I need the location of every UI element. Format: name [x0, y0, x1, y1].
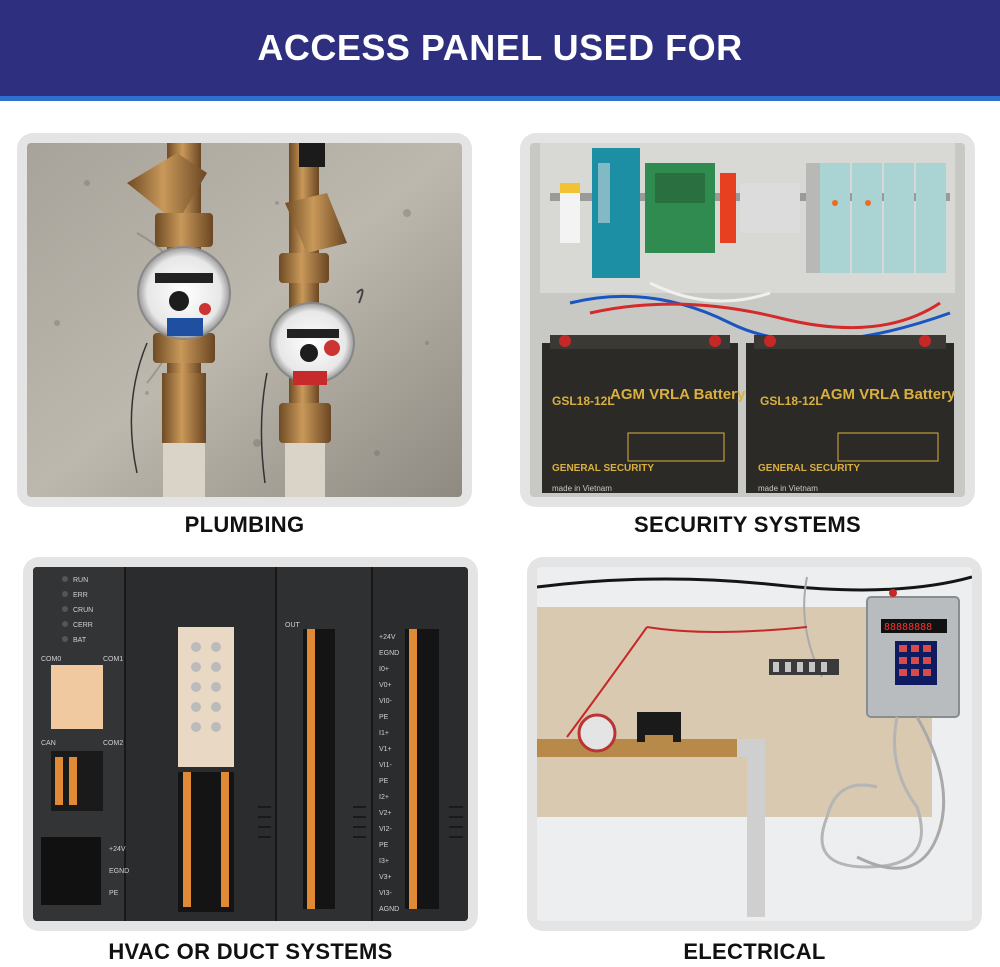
io-label-9: PE [379, 778, 389, 785]
security-panel-image: AGM VRLA Battery GSL18-12L AGM VRLA Batt… [530, 143, 965, 497]
header-accent-stripe [0, 96, 1000, 101]
hvac-caption: HVAC OR DUCT SYSTEMS [108, 939, 393, 964]
power-label-pe: PE [109, 890, 119, 897]
battery-type-left: AGM VRLA Battery [610, 386, 746, 403]
plc-controller-image: RUN ERR CRUN CERR BAT COM0 COM1 CAN COM2… [33, 567, 468, 921]
port-label-com0: COM0 [41, 656, 61, 663]
io-label-7: V1+ [379, 746, 392, 753]
io-label-17: AGND [379, 906, 399, 913]
io-label-0: +24V [379, 634, 396, 641]
io-label-12: VI2- [379, 826, 393, 833]
battery-brand-left: GENERAL SECURITY [552, 463, 654, 474]
electrical-card: 88888888 [527, 557, 982, 931]
status-label-crun: CRUN [73, 607, 93, 614]
port-label-com1: COM1 [103, 656, 123, 663]
status-label-cerr: CERR [73, 622, 93, 629]
electrical-photo: 88888888 [537, 567, 972, 921]
io-label-16: VI3- [379, 890, 393, 897]
io-label-5: PE [379, 714, 389, 721]
io-label-1: EGND [379, 650, 399, 657]
io-label-11: V2+ [379, 810, 392, 817]
power-label-egnd: EGND [109, 868, 129, 875]
battery-model-left: GSL18-12L [552, 394, 615, 408]
hvac-photo: RUN ERR CRUN CERR BAT COM0 COM1 CAN COM2… [33, 567, 468, 921]
io-label-10: I2+ [379, 794, 389, 801]
battery-type-right: AGM VRLA Battery [820, 386, 956, 403]
plumbing-card [17, 133, 472, 507]
battery-origin-left: made in Vietnam [552, 484, 612, 493]
io-label-13: PE [379, 842, 389, 849]
electrical-board-image: 88888888 [537, 567, 972, 921]
status-label-bat: BAT [73, 637, 87, 644]
io-label-14: I3+ [379, 858, 389, 865]
out-label: OUT [285, 622, 301, 629]
io-label-8: VI1- [379, 762, 393, 769]
io-label-15: V3+ [379, 874, 392, 881]
power-label-24v: +24V [109, 846, 126, 853]
security-photo: AGM VRLA Battery GSL18-12L AGM VRLA Batt… [530, 143, 965, 497]
port-label-can: CAN [41, 740, 56, 747]
security-caption: SECURITY SYSTEMS [634, 512, 861, 537]
battery-model-right: GSL18-12L [760, 394, 823, 408]
plumbing-caption: PLUMBING [184, 512, 305, 537]
header-banner: ACCESS PANEL USED FOR [0, 0, 1000, 96]
status-label-err: ERR [73, 592, 88, 599]
io-label-4: VI0- [379, 698, 393, 705]
status-label-run: RUN [73, 577, 88, 584]
battery-brand-right: GENERAL SECURITY [758, 463, 860, 474]
io-label-6: I1+ [379, 730, 389, 737]
controller-display: 88888888 [884, 622, 932, 633]
security-card: AGM VRLA Battery GSL18-12L AGM VRLA Batt… [520, 133, 975, 507]
port-label-com2: COM2 [103, 740, 123, 747]
io-label-3: V0+ [379, 682, 392, 689]
electrical-caption: ELECTRICAL [683, 939, 826, 964]
water-meters-image [27, 143, 462, 497]
page-title: ACCESS PANEL USED FOR [257, 27, 743, 68]
io-label-2: I0+ [379, 666, 389, 673]
plumbing-photo [27, 143, 462, 497]
battery-origin-right: made in Vietnam [758, 484, 818, 493]
hvac-card: RUN ERR CRUN CERR BAT COM0 COM1 CAN COM2… [23, 557, 478, 931]
